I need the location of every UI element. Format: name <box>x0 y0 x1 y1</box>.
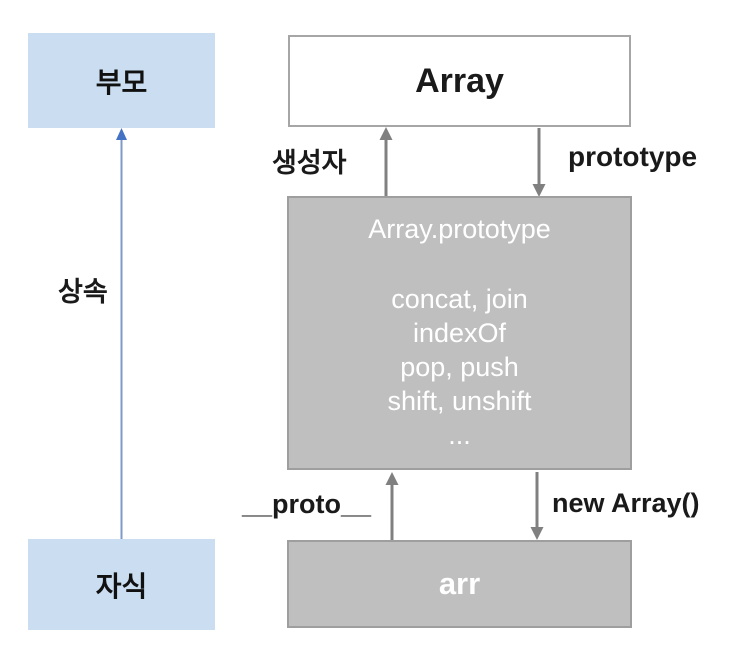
method-line: pop, push <box>400 352 519 382</box>
constructor-arrow <box>379 127 393 196</box>
parent-box-label: 부모 <box>95 66 148 98</box>
array-prototype-box: Array.prototype concat, join indexOf pop… <box>287 196 632 470</box>
new-array-arrow-head <box>530 527 544 540</box>
proto-edge-label: __proto__ <box>242 489 372 519</box>
parent-box: 부모 <box>28 33 215 128</box>
method-line: concat, join <box>391 284 528 314</box>
new-array-edge-label: new Array() <box>552 488 700 518</box>
arr-instance-box: arr <box>287 540 632 628</box>
prototype-arrow <box>532 128 546 197</box>
array-constructor-box: Array <box>288 35 631 127</box>
child-box-label: 자식 <box>95 570 148 602</box>
proto-arrow <box>385 472 399 540</box>
array-prototype-method-list: concat, join indexOf pop, push shift, un… <box>387 282 531 452</box>
constructor-arrow-head <box>379 127 393 140</box>
inheritance-arrow <box>116 128 127 539</box>
method-line: ... <box>448 420 471 450</box>
method-line: shift, unshift <box>387 386 532 416</box>
inheritance-label: 상속 <box>58 277 108 307</box>
proto-arrow-head <box>385 472 399 485</box>
prototype-edge-label: prototype <box>568 141 698 172</box>
method-line: indexOf <box>412 318 507 348</box>
new-array-arrow <box>530 472 544 540</box>
arr-instance-box-label: arr <box>438 566 481 601</box>
array-constructor-box-label: Array <box>415 61 504 100</box>
child-box: 자식 <box>28 539 215 630</box>
constructor-label: 생성자 <box>272 148 347 178</box>
array-prototype-box-title: Array.prototype <box>368 214 551 244</box>
inheritance-arrow-head <box>116 128 127 140</box>
